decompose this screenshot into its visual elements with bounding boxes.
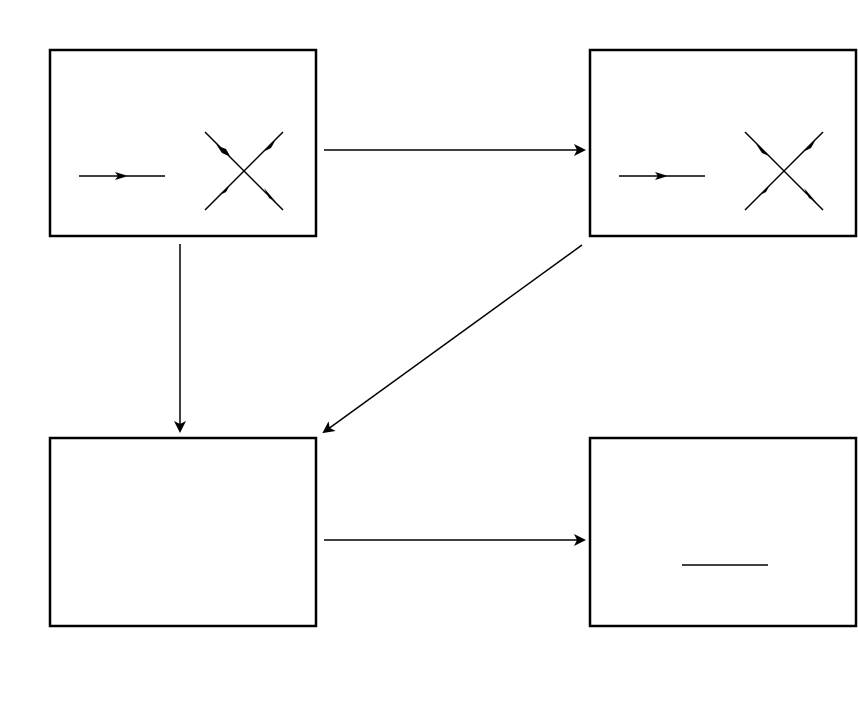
node-box-top-right (588, 48, 858, 238)
edge-top-right-to-bottom-left (322, 244, 583, 434)
directed-line-glyph-top-left (79, 172, 165, 180)
crossing-lines-glyph-top-right (744, 131, 824, 211)
node-box-bottom-left (48, 436, 318, 628)
node-box-top-left (48, 48, 318, 238)
node-box-bottom-right (588, 436, 858, 628)
directed-line-glyph-top-right (619, 172, 705, 180)
crossing-lines-glyph-top-left (204, 131, 284, 211)
